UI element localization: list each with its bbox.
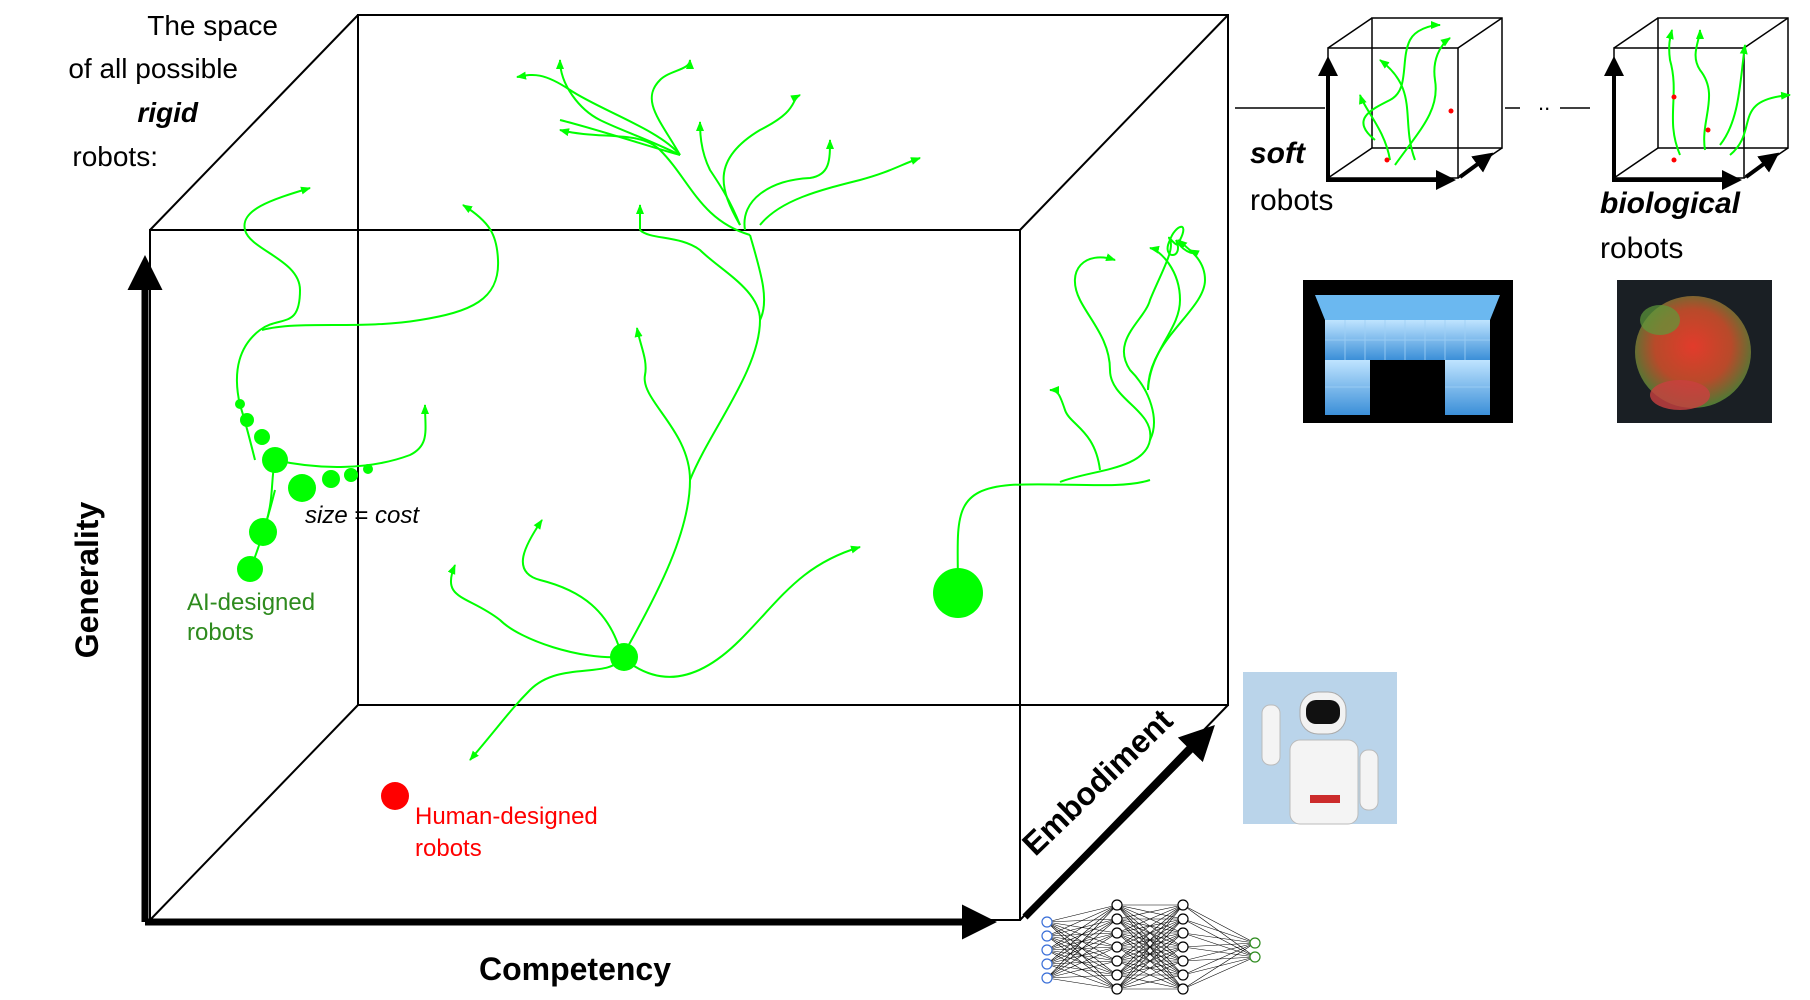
embodiment-axis-arrow: [1022, 725, 1215, 920]
nn-node: [1177, 927, 1189, 939]
ai-robot-dots: [235, 399, 983, 671]
soft-robot-photo: [1303, 280, 1513, 423]
nn-node: [1177, 913, 1189, 925]
nn-node: [1177, 969, 1189, 981]
neural-network-diagram: [1041, 899, 1261, 995]
humanoid-robot-photo: [1243, 672, 1397, 825]
bio-label-rest: robots: [1600, 232, 1683, 265]
nn-node: [1041, 944, 1053, 956]
human-robots-label-1: Human-designed: [415, 803, 598, 830]
generality-label: Generality: [69, 502, 105, 659]
title-block: The space of all possible rigid robots:: [68, 10, 278, 172]
ai-robots-label-2: robots: [187, 619, 254, 646]
nn-node: [1111, 899, 1123, 911]
soft-label-bold: soft: [1250, 137, 1307, 170]
size-cost-label: size = cost: [305, 502, 420, 529]
nn-node: [1177, 983, 1189, 995]
human-robot-dot: [381, 782, 409, 810]
nn-node: [1041, 958, 1053, 970]
nn-node: [1111, 913, 1123, 925]
soft-robot-cube: [1235, 17, 1503, 190]
nn-node: [1041, 930, 1053, 942]
nn-node: [1041, 972, 1053, 984]
axes: [127, 255, 1215, 940]
evolution-branches: [236, 59, 1200, 761]
human-robots-label-2: robots: [415, 835, 482, 862]
ellipsis-label: ..: [1538, 90, 1550, 115]
bio-label-bold: biological: [1600, 187, 1741, 220]
biological-robot-cube: [1604, 17, 1791, 190]
title-line-2: of all possible: [68, 53, 238, 84]
nn-node: [1111, 941, 1123, 953]
nn-node: [1177, 955, 1189, 967]
nn-node: [1111, 955, 1123, 967]
ai-robots-label-1: AI-designed: [187, 589, 315, 616]
nn-node: [1041, 916, 1053, 928]
title-line-3: rigid: [137, 97, 199, 128]
soft-label-rest: robots: [1250, 184, 1333, 217]
extra-branches: [1049, 239, 1207, 471]
title-line-4: robots:: [72, 141, 158, 172]
nn-node: [1111, 983, 1123, 995]
nn-node: [1177, 899, 1189, 911]
nn-node: [1111, 969, 1123, 981]
title-line-1: The space: [147, 10, 278, 41]
biological-robot-photo: [1617, 280, 1772, 423]
nn-node: [1249, 951, 1261, 963]
competency-label: Competency: [479, 951, 671, 987]
nn-node: [1111, 927, 1123, 939]
nn-node: [1249, 937, 1261, 949]
nn-node: [1177, 941, 1189, 953]
